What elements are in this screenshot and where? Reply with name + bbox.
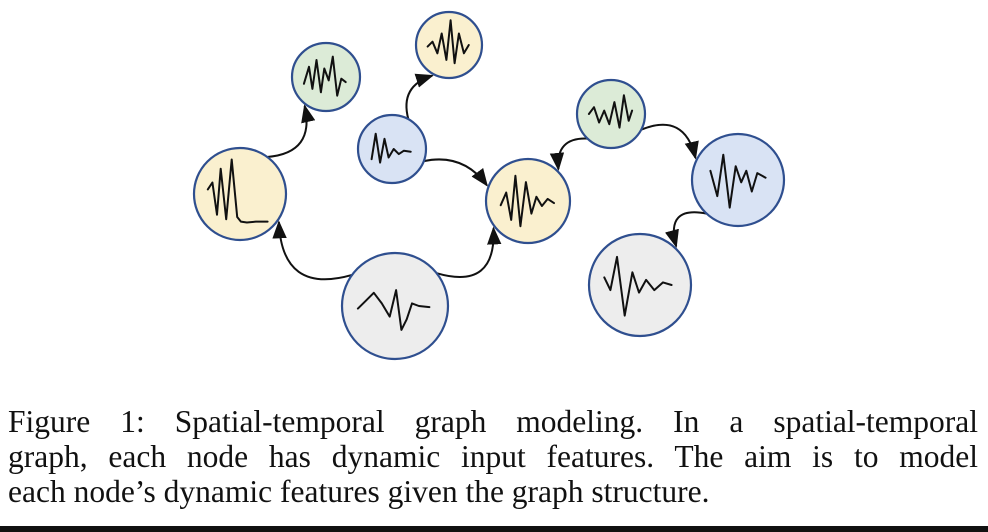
graph-node: [414, 10, 484, 80]
graph-node: [575, 78, 647, 150]
node-circle: [192, 146, 288, 242]
figure-caption: Figure 1: Spatial-temporal graph modelin…: [8, 404, 978, 509]
graph-node: [690, 132, 786, 228]
caption-line: each node’s dynamic features given the g…: [8, 474, 710, 509]
node-circle: [340, 251, 450, 361]
graph-node: [484, 157, 572, 245]
edge-arrow: [664, 211, 707, 248]
waveform-icon: [302, 55, 347, 97]
graph-node: [356, 113, 428, 185]
waveform-icon: [587, 94, 634, 129]
bottom-rule: [0, 526, 988, 532]
edge-arrow: [436, 226, 502, 278]
edge-arrow: [640, 123, 699, 160]
node-circle: [690, 132, 786, 228]
graph-node: [340, 251, 450, 361]
node-circle: [356, 113, 428, 185]
waveform-icon: [370, 132, 412, 164]
waveform-icon: [426, 19, 470, 65]
caption-line: graph, each node has dynamic input featu…: [8, 439, 978, 474]
graph-diagram: [192, 10, 786, 361]
edges: [267, 73, 707, 281]
node-circle: [290, 41, 362, 113]
edge-arrow: [405, 73, 434, 120]
waveform-icon: [356, 289, 431, 331]
node-circle: [484, 157, 572, 245]
graph-node: [192, 146, 288, 242]
waveform-icon: [206, 158, 269, 224]
caption-line: Figure 1: Spatial-temporal graph modelin…: [8, 404, 978, 439]
waveform-icon: [709, 153, 767, 209]
node-circle: [414, 10, 484, 80]
edge-arrow: [423, 158, 488, 187]
graph-node: [290, 41, 362, 113]
edge-arrow: [272, 220, 353, 281]
nodes: [192, 10, 786, 361]
graph-node: [587, 232, 693, 338]
node-circle: [587, 232, 693, 338]
edge-arrow: [267, 104, 316, 158]
waveform-icon: [603, 255, 673, 317]
edge-arrow: [549, 137, 588, 171]
waveform-icon: [499, 174, 555, 228]
